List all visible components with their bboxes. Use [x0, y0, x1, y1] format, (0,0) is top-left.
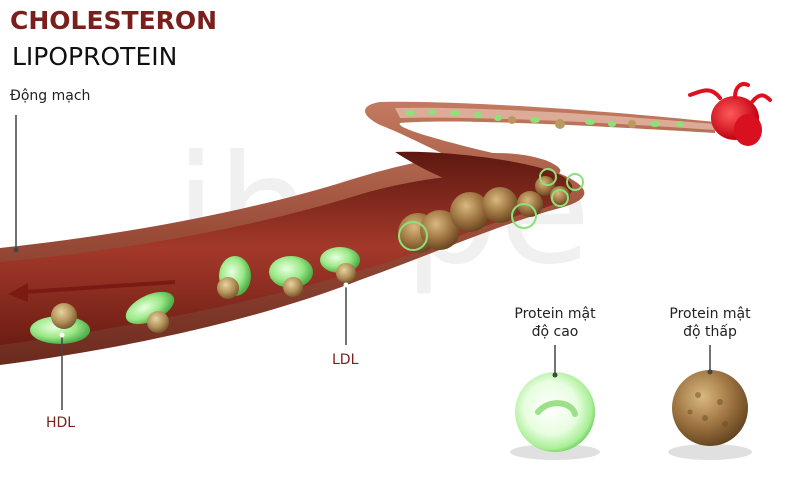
flow-arrowhead	[8, 283, 28, 302]
flow-arrow	[24, 280, 176, 294]
plaque-buildup	[398, 168, 584, 253]
lipoprotein-particle	[125, 291, 175, 333]
ldl-sphere	[668, 345, 752, 460]
hdl-label: HDL	[46, 415, 76, 431]
artery-label: Động mạch	[10, 88, 91, 104]
low-density-label-line1: Protein mật	[669, 306, 751, 322]
artery-callout-dot	[13, 247, 19, 253]
heart-icon	[688, 82, 772, 146]
artery-lumen	[0, 151, 573, 345]
high-density-label-line2: độ cao	[531, 324, 579, 340]
upper-particles	[405, 109, 684, 129]
low-density-label: Protein mật độ thấp	[655, 305, 765, 341]
high-density-label: Protein mật độ cao	[500, 305, 610, 341]
low-density-label-line2: độ thấp	[683, 324, 737, 340]
hdl-callout-dot	[59, 332, 65, 338]
high-density-label-line1: Protein mật	[514, 306, 596, 322]
lipoprotein-particle	[269, 256, 313, 297]
hdl-sphere	[510, 345, 600, 460]
lipoprotein-particle	[217, 256, 251, 299]
page-subtitle: LIPOPROTEIN	[12, 42, 178, 71]
page-title: CHOLESTERON	[10, 6, 218, 35]
lipoprotein-particle	[30, 303, 90, 344]
lipoprotein-particle	[320, 247, 360, 283]
ldl-label: LDL	[332, 352, 359, 368]
ldl-callout-dot	[343, 282, 349, 288]
